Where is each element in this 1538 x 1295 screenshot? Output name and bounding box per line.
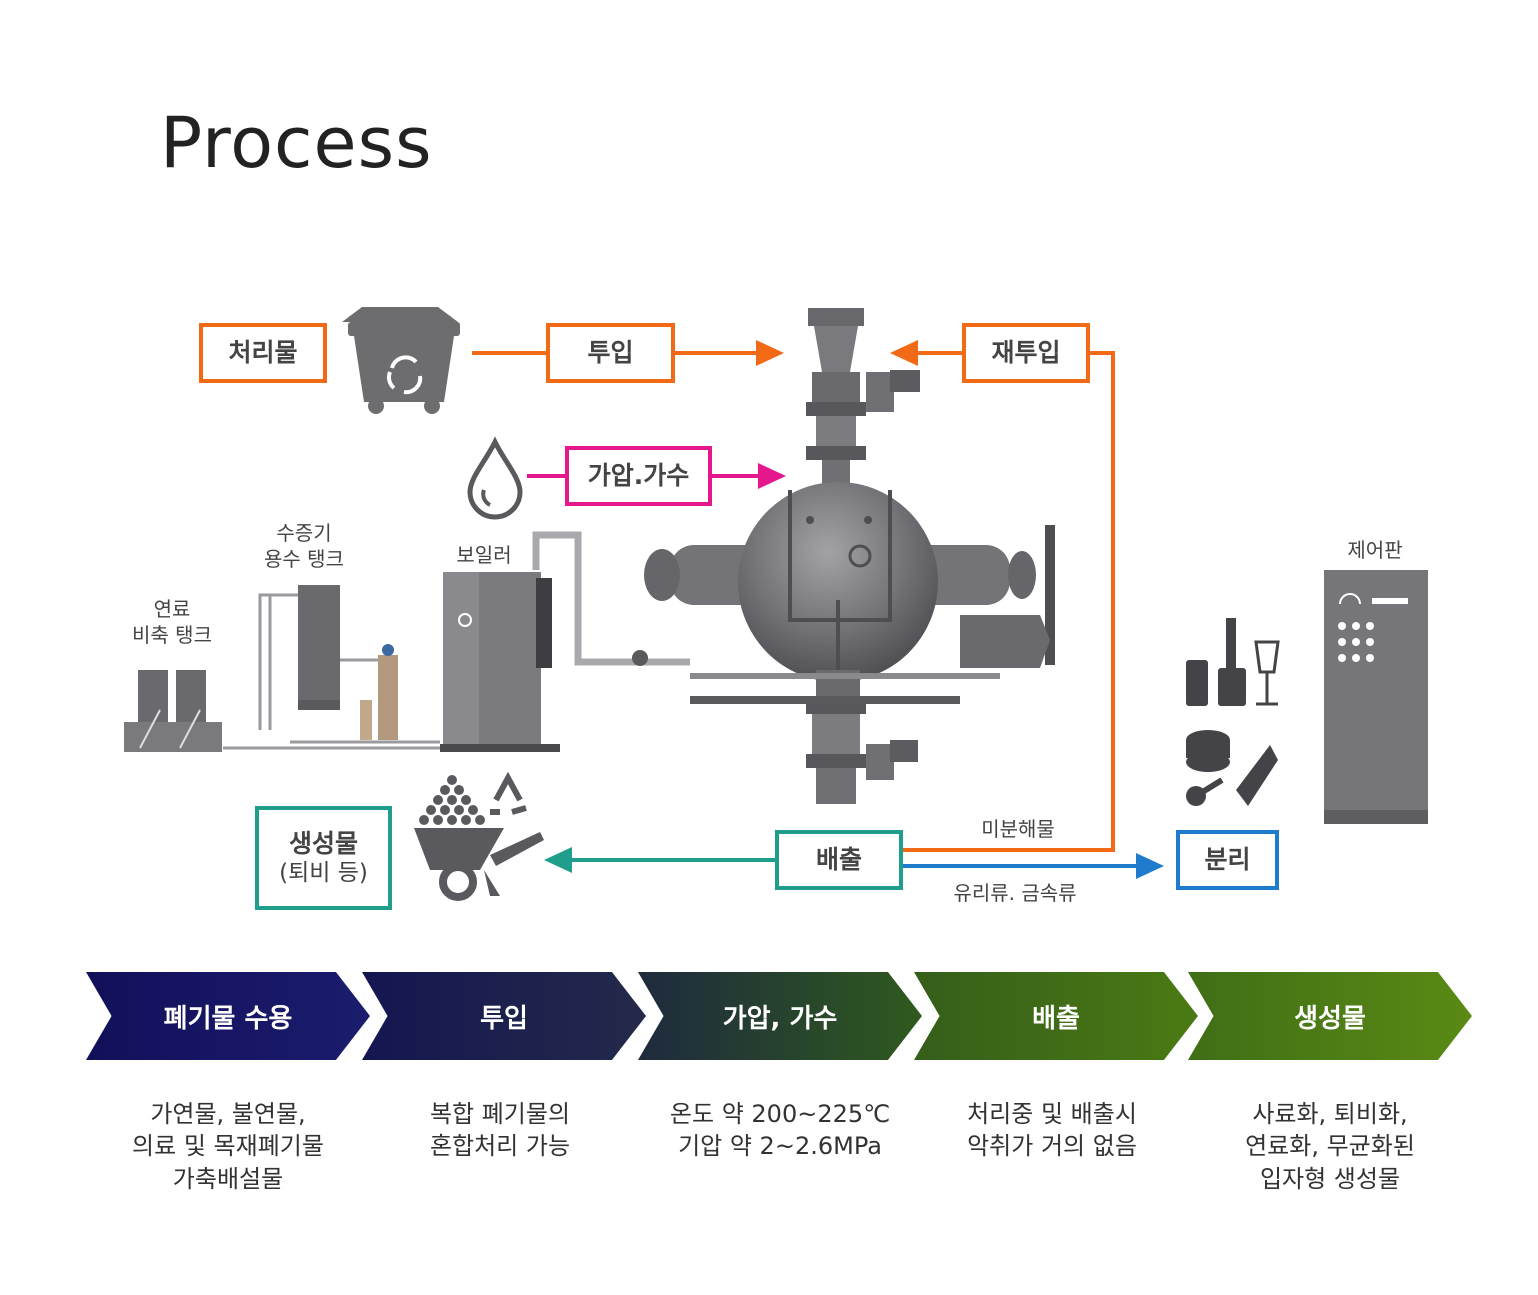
arrowhead-water [758, 463, 786, 489]
control-panel-caption: 제어판 [1347, 538, 1403, 562]
desc-line: 혼합처리 가능 [429, 1132, 571, 1161]
step-pressurize: 가압, 가수 [638, 972, 922, 1060]
desc-line: 온도 약 200~225℃ [669, 1100, 891, 1128]
reactor-vessel [644, 308, 1055, 804]
flow-line-recycle-loop [902, 351, 1115, 852]
product-label-sub: (퇴비 등) [279, 860, 368, 887]
desc-line: 처리중 및 배출시 [967, 1100, 1137, 1128]
wheelbarrow-icon [414, 775, 544, 901]
desc-line: 입자형 생성물 [1259, 1164, 1401, 1193]
discharge-label: 배출 [775, 830, 903, 890]
recycle-icon [490, 771, 527, 815]
desc-line: 사료화, 퇴비화, [1252, 1100, 1408, 1128]
desc-line: 악취가 거의 없음 [967, 1132, 1137, 1161]
recycle-bin-icon [342, 307, 460, 414]
steam-tank-caption: 수증기 용수 탱크 [252, 520, 356, 572]
step-discharge: 배출 [914, 972, 1198, 1060]
feed-label: 투입 [546, 323, 675, 383]
arrowhead-product [544, 847, 572, 873]
steam-tank-caption-line1: 수증기 [276, 521, 332, 545]
desc-line: 연료화, 무균화된 [1245, 1132, 1415, 1161]
glass-metal-caption: 유리류. 금속류 [953, 881, 1077, 905]
undecomposed-caption: 미분해물 [981, 817, 1055, 841]
desc-line: 복합 폐기물의 [429, 1100, 571, 1128]
cans-icon [1186, 730, 1278, 806]
arrowhead-separation [1136, 853, 1164, 879]
refeed-label: 재투입 [962, 323, 1090, 383]
step-discharge-label: 배출 [1032, 1003, 1080, 1034]
fuel-tank [124, 670, 222, 752]
step-discharge-desc: 처리중 및 배출시 악취가 거의 없음 [922, 1098, 1182, 1163]
desc-line: 가축배설물 [172, 1164, 284, 1193]
step-product-desc: 사료화, 퇴비화, 연료화, 무균화된 입자형 생성물 [1200, 1098, 1460, 1195]
step-product: 생성물 [1188, 972, 1472, 1060]
steam-water-tank [223, 585, 440, 750]
fuel-tank-caption-line1: 연료 [153, 597, 191, 621]
step-waste-intake-desc: 가연물, 불연물, 의료 및 목재폐기물 가축배설물 [98, 1098, 358, 1195]
step-waste-intake-label: 폐기물 수용 [163, 1003, 293, 1034]
fuel-tank-caption: 연료 비축 탱크 [122, 596, 222, 648]
page-title: Process [160, 102, 433, 184]
separation-label: 분리 [1176, 830, 1279, 890]
arrowhead-refeed [890, 340, 918, 366]
product-label-main: 생성물 [288, 829, 358, 858]
desc-line: 기압 약 2~2.6MPa [678, 1132, 882, 1161]
step-feed: 투입 [362, 972, 646, 1060]
step-pressurize-desc: 온도 약 200~225℃ 기압 약 2~2.6MPa [650, 1098, 910, 1163]
product-label: 생성물 (퇴비 등) [255, 806, 392, 910]
step-feed-label: 투입 [480, 1003, 528, 1034]
bottles-icon [1186, 618, 1280, 706]
fuel-tank-caption-line2: 비축 탱크 [132, 623, 212, 647]
boiler [440, 531, 690, 752]
water-drop-icon [467, 436, 523, 520]
step-waste-intake: 폐기물 수용 [86, 972, 370, 1060]
arrowhead-feed [756, 340, 784, 366]
control-panel [1324, 570, 1428, 824]
boiler-caption: 보일러 [456, 543, 512, 567]
step-pressurize-label: 가압, 가수 [722, 1003, 838, 1034]
steam-tank-caption-line2: 용수 탱크 [264, 547, 344, 571]
pressurize-label: 가압.가수 [565, 446, 712, 506]
step-product-label: 생성물 [1294, 1003, 1366, 1034]
desc-line: 가연물, 불연물, [150, 1100, 306, 1128]
input-material-label: 처리물 [199, 323, 327, 383]
step-feed-desc: 복합 폐기물의 혼합처리 가능 [370, 1098, 630, 1163]
desc-line: 의료 및 목재폐기물 [132, 1132, 324, 1161]
